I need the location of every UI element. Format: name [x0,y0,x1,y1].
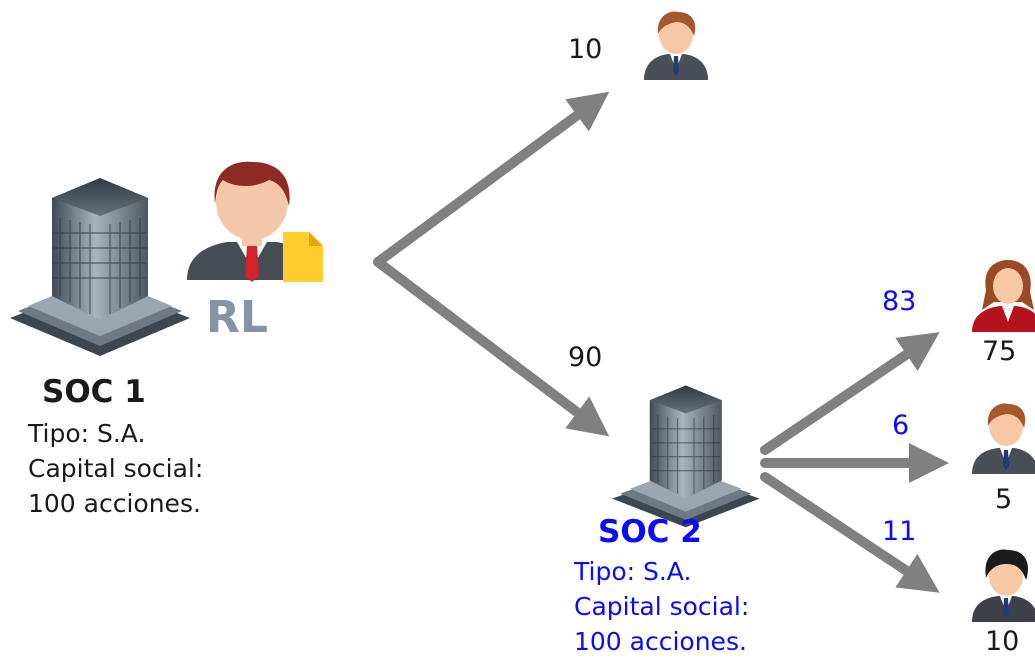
soc2-info: SOC 2 Tipo: S.A. Capital social: 100 acc… [574,517,749,659]
edge-label-soc1-person: 10 [568,34,603,65]
edge-label-soc2-man: 6 [892,410,910,441]
rl-badge: RL [206,292,268,343]
edge-label-soc2-woman: 83 [882,286,917,317]
businesswoman-icon [972,260,1035,332]
document-icon [283,232,323,282]
building-icon [10,178,190,356]
soc1-info: SOC 1 Tipo: S.A. Capital social: 100 acc… [28,377,203,521]
person-icon [644,11,708,80]
soc1-tipo: Tipo: S.A. [28,419,146,448]
soc2-name: SOC 2 [598,514,702,550]
soc2-acciones: 100 acciones. [574,627,747,656]
soc2-tipo: Tipo: S.A. [574,557,692,586]
edge-label-soc2-dark-man: 11 [882,516,917,547]
man-value: 5 [995,484,1013,515]
dark-man-value: 10 [985,626,1020,657]
building-icon [612,385,760,528]
dark-hair-businessman-icon [972,549,1035,622]
soc1-name: SOC 1 [42,374,146,410]
woman-value: 75 [982,336,1017,367]
soc2-capital-label: Capital social: [574,592,750,621]
arrows [373,91,950,593]
edge-label-soc1-soc2: 90 [568,342,603,373]
soc1-acciones: 100 acciones. [28,489,201,518]
soc1-capital-label: Capital social: [28,454,204,483]
arrow-soc2-to-dark-man [760,472,940,593]
arrow-soc1-to-soc2 [373,257,610,437]
businessman-icon [972,403,1035,474]
arrow-soc1-to-person [373,91,610,267]
arrow-soc2-to-woman [760,332,940,455]
legal-representative-icon [187,161,309,282]
